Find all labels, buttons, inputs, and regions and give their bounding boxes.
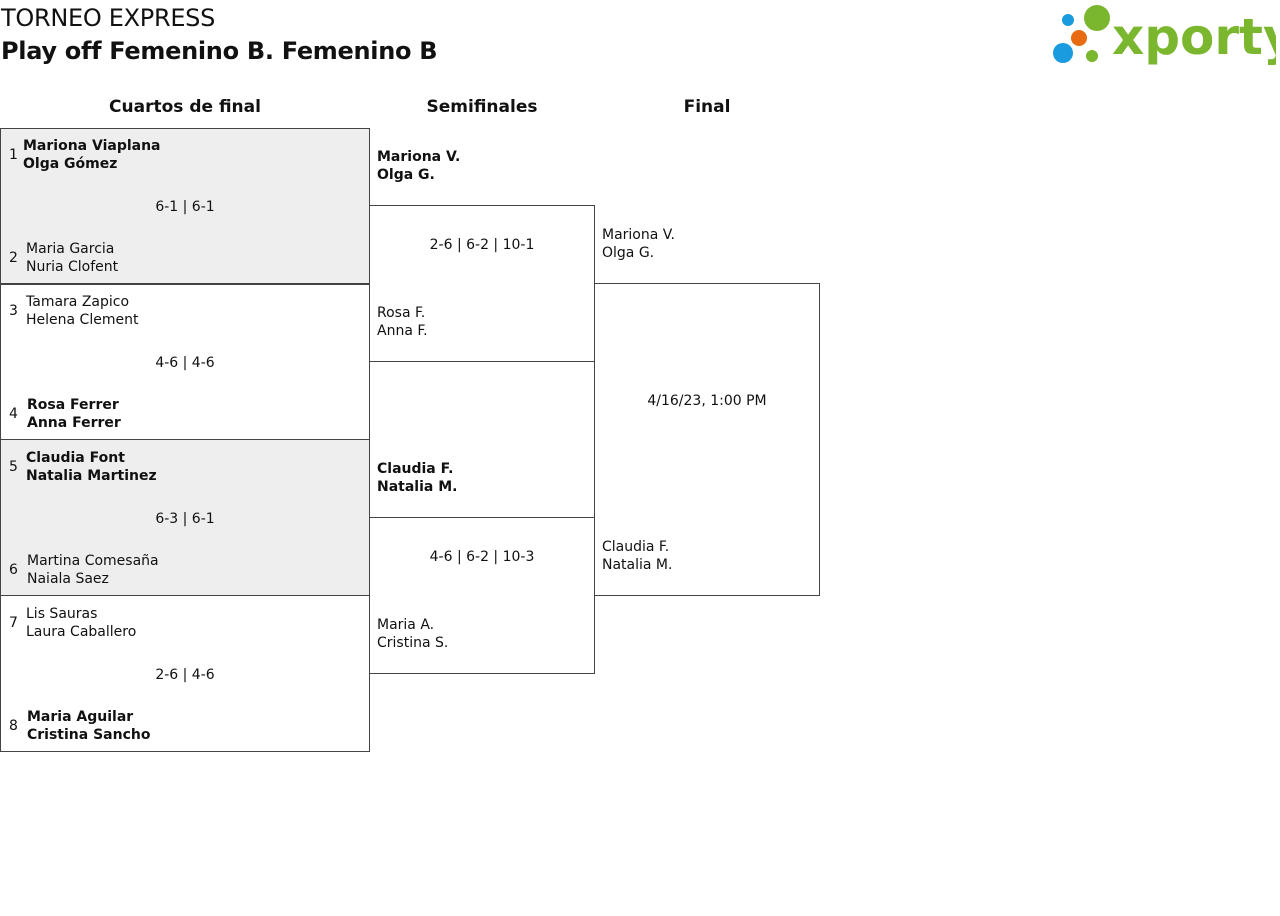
match-score: 6-1 | 6-1 [155, 199, 215, 215]
seed-number: 7 [9, 615, 18, 631]
player-name: Martina Comesaña [27, 553, 159, 569]
tournament-title: TORNEO EXPRESS [1, 4, 216, 32]
seed-number: 1 [9, 147, 18, 163]
player-name: Cristina Sancho [27, 727, 151, 743]
match-score: 4-6 | 4-6 [155, 355, 215, 371]
logo-wordmark: xporty [1112, 8, 1276, 66]
quarterfinal-match-2[interactable]: 3 Tamara Zapico Helena Clement 4-6 | 4-6… [0, 283, 370, 440]
quarterfinal-match-1[interactable]: 1 Mariona Viaplana Olga Gómez 6-1 | 6-1 … [0, 128, 370, 285]
player-name: Naiala Saez [27, 571, 109, 587]
player-name: Maria Aguilar [27, 709, 134, 725]
player-name: Olga G. [377, 167, 435, 183]
match-score: 6-3 | 6-1 [155, 511, 215, 527]
semifinal-2-top-team: Claudia F. Natalia M. [377, 460, 457, 496]
player-name: Natalia Martinez [26, 468, 157, 484]
seed-number: 5 [9, 459, 18, 475]
player-name: Rosa F. [377, 305, 426, 321]
player-name: Tamara Zapico [26, 294, 130, 310]
seed-number: 8 [9, 718, 18, 734]
player-name: Nuria Clofent [26, 259, 119, 275]
team-names: Maria Garcia Nuria Clofent [26, 240, 118, 276]
team-names: Mariona Viaplana Olga Gómez [23, 137, 161, 173]
player-name: Natalia M. [377, 479, 458, 495]
team-names: Rosa Ferrer Anna Ferrer [27, 396, 121, 432]
player-name: Helena Clement [26, 312, 139, 328]
round-heading-semifinals: Semifinales [426, 97, 538, 117]
quarterfinal-match-3[interactable]: 5 Claudia Font Natalia Martinez 6-3 | 6-… [0, 439, 370, 596]
final-datetime: 4/16/23, 1:00 PM [647, 393, 767, 409]
player-name: Anna Ferrer [27, 415, 121, 431]
player-name: Claudia F. [602, 539, 670, 555]
player-name: Mariona V. [377, 149, 461, 165]
semifinal-1-top-team: Mariona V. Olga G. [377, 148, 460, 184]
match-score: 2-6 | 4-6 [155, 667, 215, 683]
match-score: 4-6 | 6-2 | 10-3 [429, 549, 535, 565]
final-bottom-team: Claudia F. Natalia M. [602, 538, 672, 574]
semifinal-match-2[interactable]: 4-6 | 6-2 | 10-3 Maria A. Cristina S. [369, 517, 595, 674]
semifinal-1-bottom-team: Rosa F. Anna F. [377, 304, 428, 340]
player-name: Lis Sauras [26, 606, 98, 622]
team-names: Claudia Font Natalia Martinez [26, 449, 157, 485]
team-names: Lis Sauras Laura Caballero [26, 605, 136, 641]
seed-number: 6 [9, 562, 18, 578]
draw-subtitle: Play off Femenino B. Femenino B [1, 37, 438, 65]
seed-number: 3 [9, 303, 18, 319]
team-names: Tamara Zapico Helena Clement [26, 293, 138, 329]
player-name: Olga G. [602, 245, 655, 261]
player-name: Rosa Ferrer [27, 397, 119, 413]
quarterfinal-match-4[interactable]: 7 Lis Sauras Laura Caballero 2-6 | 4-6 8… [0, 595, 370, 752]
player-name: Maria A. [377, 617, 435, 633]
player-name: Anna F. [377, 323, 428, 339]
team-names: Martina Comesaña Naiala Saez [27, 552, 159, 588]
player-name: Cristina S. [377, 635, 449, 651]
semifinal-2-bottom-team: Maria A. Cristina S. [377, 616, 448, 652]
player-name: Olga Gómez [23, 156, 118, 172]
player-name: Mariona V. [602, 227, 675, 243]
player-name: Maria Garcia [26, 241, 115, 257]
match-score: 2-6 | 6-2 | 10-1 [429, 237, 535, 253]
seed-number: 2 [9, 250, 18, 266]
final-match[interactable]: 4/16/23, 1:00 PM Claudia F. Natalia M. [594, 283, 820, 596]
round-heading-final: Final [683, 97, 731, 117]
player-name: Claudia Font [26, 450, 125, 466]
round-heading-quarterfinals: Cuartos de final [109, 97, 261, 117]
player-name: Natalia M. [602, 557, 673, 573]
player-name: Mariona Viaplana [23, 138, 161, 154]
semifinal-match-1[interactable]: 2-6 | 6-2 | 10-1 Rosa F. Anna F. [369, 205, 595, 362]
player-name: Claudia F. [377, 461, 454, 477]
seed-number: 4 [9, 406, 18, 422]
player-name: Laura Caballero [26, 624, 137, 640]
final-top-team: Mariona V. Olga G. [602, 226, 675, 262]
xporty-logo: xporty [1050, 4, 1280, 68]
team-names: Maria Aguilar Cristina Sancho [27, 708, 150, 744]
